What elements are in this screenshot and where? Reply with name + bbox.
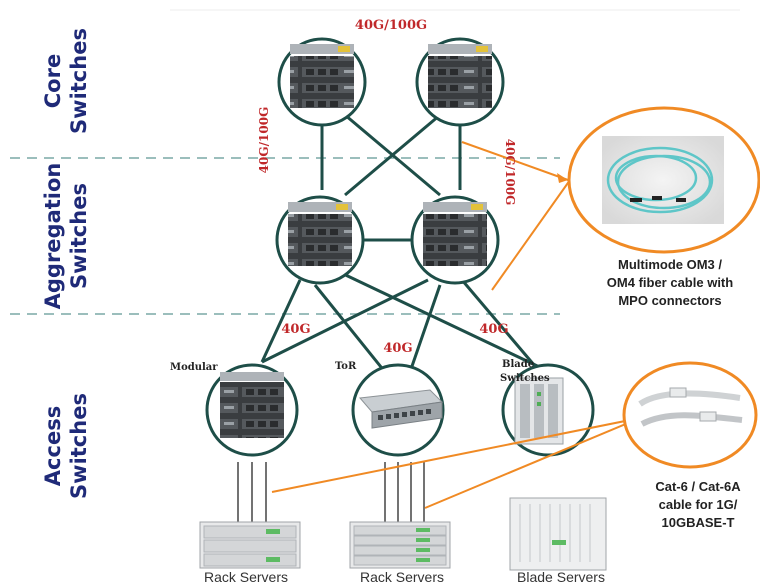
agg-switch-left	[275, 195, 365, 285]
copper-cable-callout	[622, 361, 758, 469]
callout-lines	[271, 141, 641, 509]
copper-cable-label: Cat-6 / Cat-6A cable for 1G/ 10GBASE-T	[636, 478, 760, 532]
speed-agg-access-right: 40G	[479, 322, 508, 337]
speed-core-agg-left: 40G/100G	[257, 107, 271, 174]
label-blade-line1: Blade	[502, 359, 534, 370]
label-rack-servers-left: Rack Servers	[204, 569, 288, 584]
core-switch-right	[415, 37, 505, 127]
core-agg-links	[320, 113, 462, 242]
server-cables	[237, 462, 425, 522]
fiber-cable-line3: MPO connectors	[618, 293, 722, 308]
blade-servers	[509, 497, 607, 571]
label-modular: Modular	[170, 362, 218, 373]
label-blade-line2: Switches	[500, 373, 550, 384]
rack-servers-mid	[349, 521, 451, 569]
label-tor: ToR	[335, 361, 357, 372]
agg-switch-right	[410, 195, 500, 285]
layer-label-access-text: Access Switches	[41, 393, 91, 499]
layer-label-core: Core Switches	[40, 26, 92, 136]
label-rack-servers-mid: Rack Servers	[360, 569, 444, 584]
copper-cable-line1: Cat-6 / Cat-6A	[655, 479, 741, 494]
fiber-cable-callout	[567, 106, 760, 254]
copper-cable-line3: 10GBASE-T	[661, 515, 735, 530]
fiber-cable-line2: OM4 fiber cable with	[606, 275, 734, 290]
speed-agg-access-mid: 40G	[383, 341, 412, 356]
copper-cable-line2: cable for 1G/	[658, 497, 738, 512]
rack-servers-left	[199, 521, 301, 569]
layer-label-access: Access Switches	[40, 391, 92, 501]
layer-label-core-text: Core Switches	[41, 28, 91, 134]
access-tor-switch	[351, 363, 445, 457]
speed-core-top: 40G/100G	[355, 18, 427, 33]
access-modular-switch	[205, 363, 299, 457]
layer-label-aggregation-text: Aggregation Switches	[41, 162, 91, 310]
fiber-cable-label: Multimode OM3 / OM4 fiber cable with MPO…	[590, 256, 750, 310]
speed-agg-access-left: 40G	[281, 322, 310, 337]
core-switch-left	[277, 37, 367, 127]
fiber-cable-line1: Multimode OM3 /	[618, 257, 722, 272]
agg-access-links	[260, 268, 551, 374]
layer-label-aggregation: Aggregation Switches	[40, 143, 92, 329]
speed-core-agg-right: 40G/100G	[503, 139, 517, 206]
label-blade-servers: Blade Servers	[517, 569, 605, 584]
fiber-arrow	[557, 173, 568, 183]
